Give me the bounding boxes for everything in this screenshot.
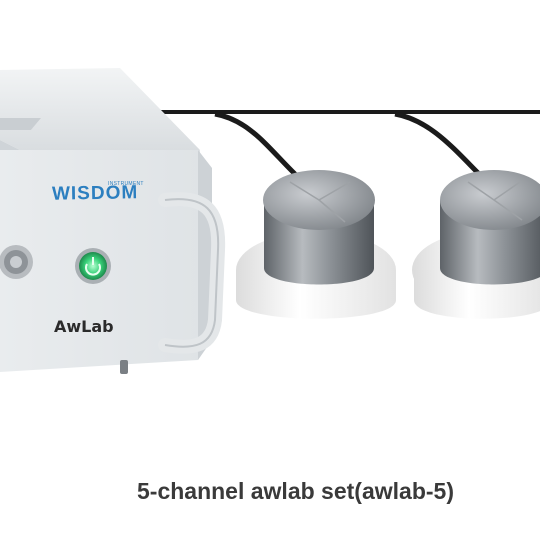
product-caption: 5-channel awlab set(awlab-5) xyxy=(137,478,454,504)
sensor-puck-2 xyxy=(412,170,540,319)
instrument-box xyxy=(0,68,226,374)
connector-knob xyxy=(0,245,33,279)
model-label: AwLab xyxy=(54,317,114,336)
power-button-icon xyxy=(75,248,111,284)
brand-subtitle: INSTRUMENT xyxy=(108,181,144,187)
cable xyxy=(120,110,540,177)
sensor-puck-1 xyxy=(236,170,396,319)
